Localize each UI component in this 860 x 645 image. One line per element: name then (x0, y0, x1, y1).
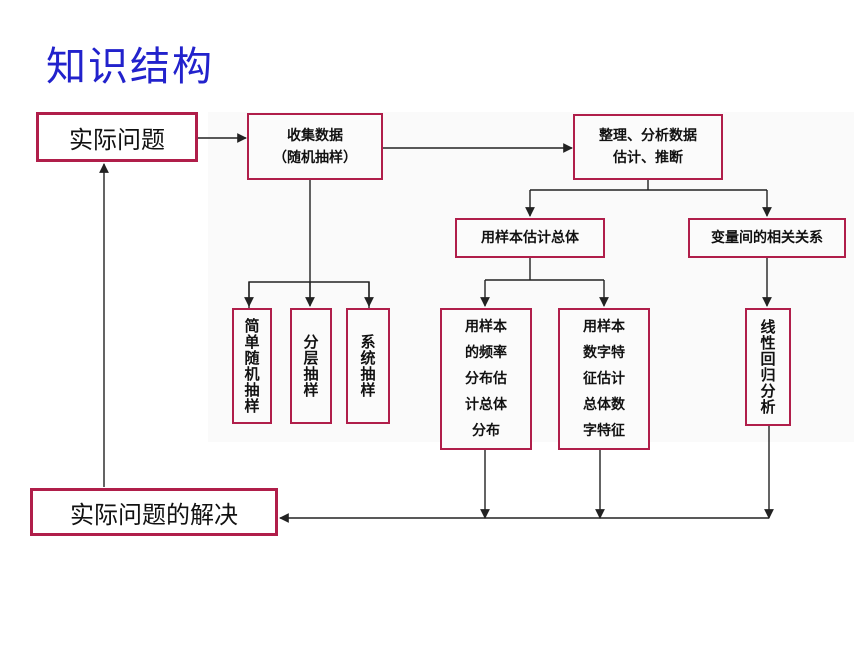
box-correlation: 变量间的相关关系 (688, 218, 846, 258)
box-sample-estimate: 用样本估计总体 (455, 218, 605, 258)
box-freq-distribution: 用样本 的频率 分布估 计总体 分布 (440, 308, 532, 450)
box-stratified: 分层抽样 (290, 308, 332, 424)
page-title: 知识结构 (46, 44, 214, 90)
box-linear-regression: 线性回归分析 (745, 308, 791, 426)
box-actual-problem: 实际问题 (36, 112, 198, 162)
box-numeric-features: 用样本 数字特 征估计 总体数 字特征 (558, 308, 650, 450)
box-collect-data: 收集数据 （随机抽样） (247, 113, 383, 180)
box-solution: 实际问题的解决 (30, 488, 278, 536)
line-sampling-bar (248, 281, 370, 308)
box-systematic: 系统抽样 (346, 308, 390, 424)
box-simple-random: 简单随机抽样 (232, 308, 272, 424)
box-analyze-data: 整理、分析数据 估计、推断 (573, 114, 723, 180)
